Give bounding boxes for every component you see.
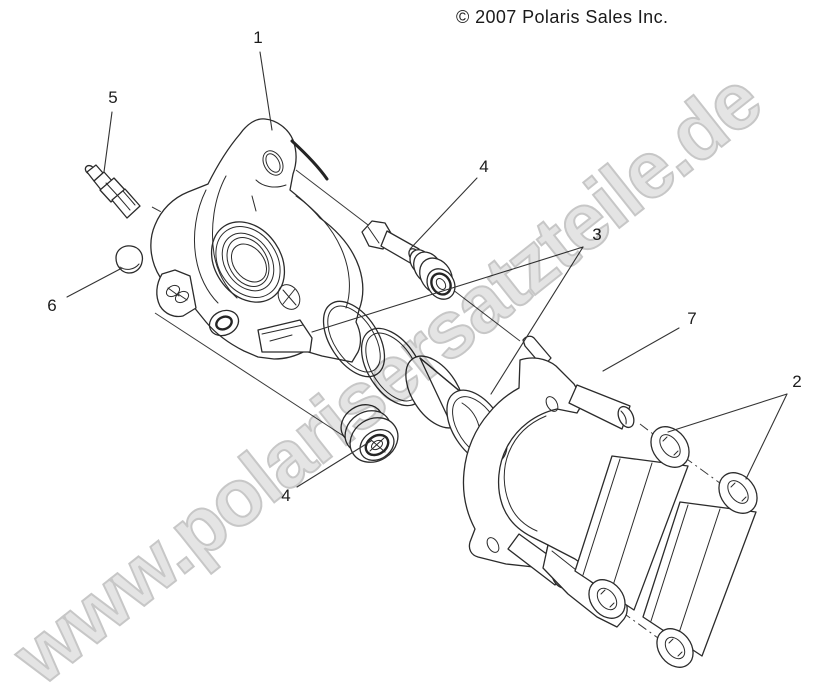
bleeder-cap [115,245,144,274]
callout-1: 1 [253,28,262,47]
leader-line-7 [602,327,680,372]
callout-labels: 1 2 3 4 4 5 6 7 [47,28,801,505]
caliper-body [150,118,364,363]
callout-4-upper: 4 [479,157,488,176]
callout-4-lower: 4 [281,486,290,505]
slide-pin-boot-upper [361,220,456,300]
leader-line-4-upper [409,177,478,250]
bleeder-screw [84,164,141,219]
leader-line-6 [66,267,123,298]
callout-7: 7 [687,309,696,328]
copyright-notice: © 2007 Polaris Sales Inc. [456,7,669,27]
leader-line-3b [490,246,584,395]
leader-line-5 [103,111,113,173]
leader-lines [66,51,788,488]
callout-5: 5 [108,88,117,107]
brake-pad-outer [642,472,758,668]
brake-pad-inner [574,426,690,619]
slide-pin-boot-lower [340,404,399,463]
leader-line-3a [311,246,584,333]
leader-line-1 [259,51,273,131]
leader-line-2a [667,393,788,433]
callout-3: 3 [592,225,601,244]
callout-6: 6 [47,296,56,315]
callout-2: 2 [792,372,801,391]
leader-line-4-lower [296,440,372,488]
leader-line-2b [745,393,788,480]
